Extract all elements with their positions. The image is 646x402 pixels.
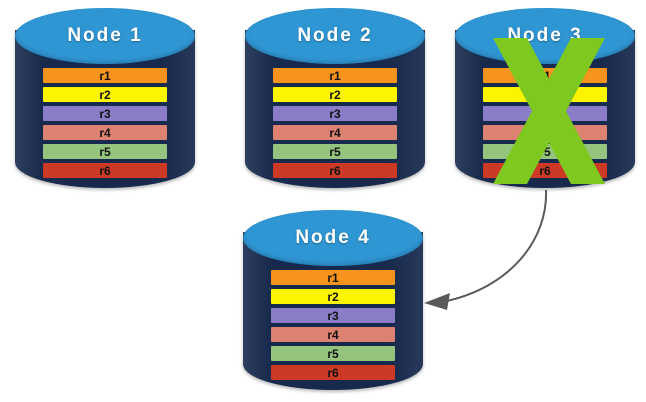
- record-row[interactable]: r5: [271, 346, 395, 361]
- record-list: r1 r2 r3 r4 r5 r6: [483, 68, 607, 178]
- node-label: Node 4: [295, 227, 371, 248]
- record-row[interactable]: r4: [43, 125, 167, 140]
- record-list: r1 r2 r3 r4 r5 r6: [43, 68, 167, 178]
- arrow-head-icon: [424, 293, 450, 310]
- record-row[interactable]: r1: [43, 68, 167, 83]
- cylinder-top: [15, 8, 195, 64]
- record-row[interactable]: r6: [271, 365, 395, 380]
- record-row[interactable]: r6: [483, 163, 607, 178]
- record-row[interactable]: r3: [273, 106, 397, 121]
- record-row[interactable]: r2: [273, 87, 397, 102]
- record-list: r1 r2 r3 r4 r5 r6: [271, 270, 395, 380]
- record-row[interactable]: r2: [43, 87, 167, 102]
- record-row[interactable]: r1: [483, 68, 607, 83]
- record-row[interactable]: r2: [271, 289, 395, 304]
- record-row[interactable]: r4: [483, 125, 607, 140]
- node-label: Node 2: [297, 25, 373, 46]
- record-row[interactable]: r1: [271, 270, 395, 285]
- cylinder-top: [245, 8, 425, 64]
- record-row[interactable]: r3: [483, 106, 607, 121]
- record-row[interactable]: r2: [483, 87, 607, 102]
- node-node1[interactable]: Node 1 r1 r2 r3 r4 r5 r6: [15, 8, 195, 188]
- record-list: r1 r2 r3 r4 r5 r6: [273, 68, 397, 178]
- record-row[interactable]: r5: [43, 144, 167, 159]
- node-label: Node 3: [507, 25, 583, 46]
- record-row[interactable]: r3: [43, 106, 167, 121]
- curved-arrow-icon: [441, 189, 548, 303]
- record-row[interactable]: r6: [273, 163, 397, 178]
- node-label: Node 1: [67, 25, 143, 46]
- record-row[interactable]: r6: [43, 163, 167, 178]
- record-row[interactable]: r3: [271, 308, 395, 323]
- node-node4[interactable]: Node 4 r1 r2 r3 r4 r5 r6: [243, 210, 423, 390]
- node-node3[interactable]: Node 3 r1 r2 r3 r4 r5 r6: [455, 8, 635, 188]
- cylinder-top: [243, 210, 423, 266]
- record-row[interactable]: r4: [271, 327, 395, 342]
- record-row[interactable]: r4: [273, 125, 397, 140]
- record-row[interactable]: r5: [273, 144, 397, 159]
- record-row[interactable]: r5: [483, 144, 607, 159]
- node-node2[interactable]: Node 2 r1 r2 r3 r4 r5 r6: [245, 8, 425, 188]
- record-row[interactable]: r1: [273, 68, 397, 83]
